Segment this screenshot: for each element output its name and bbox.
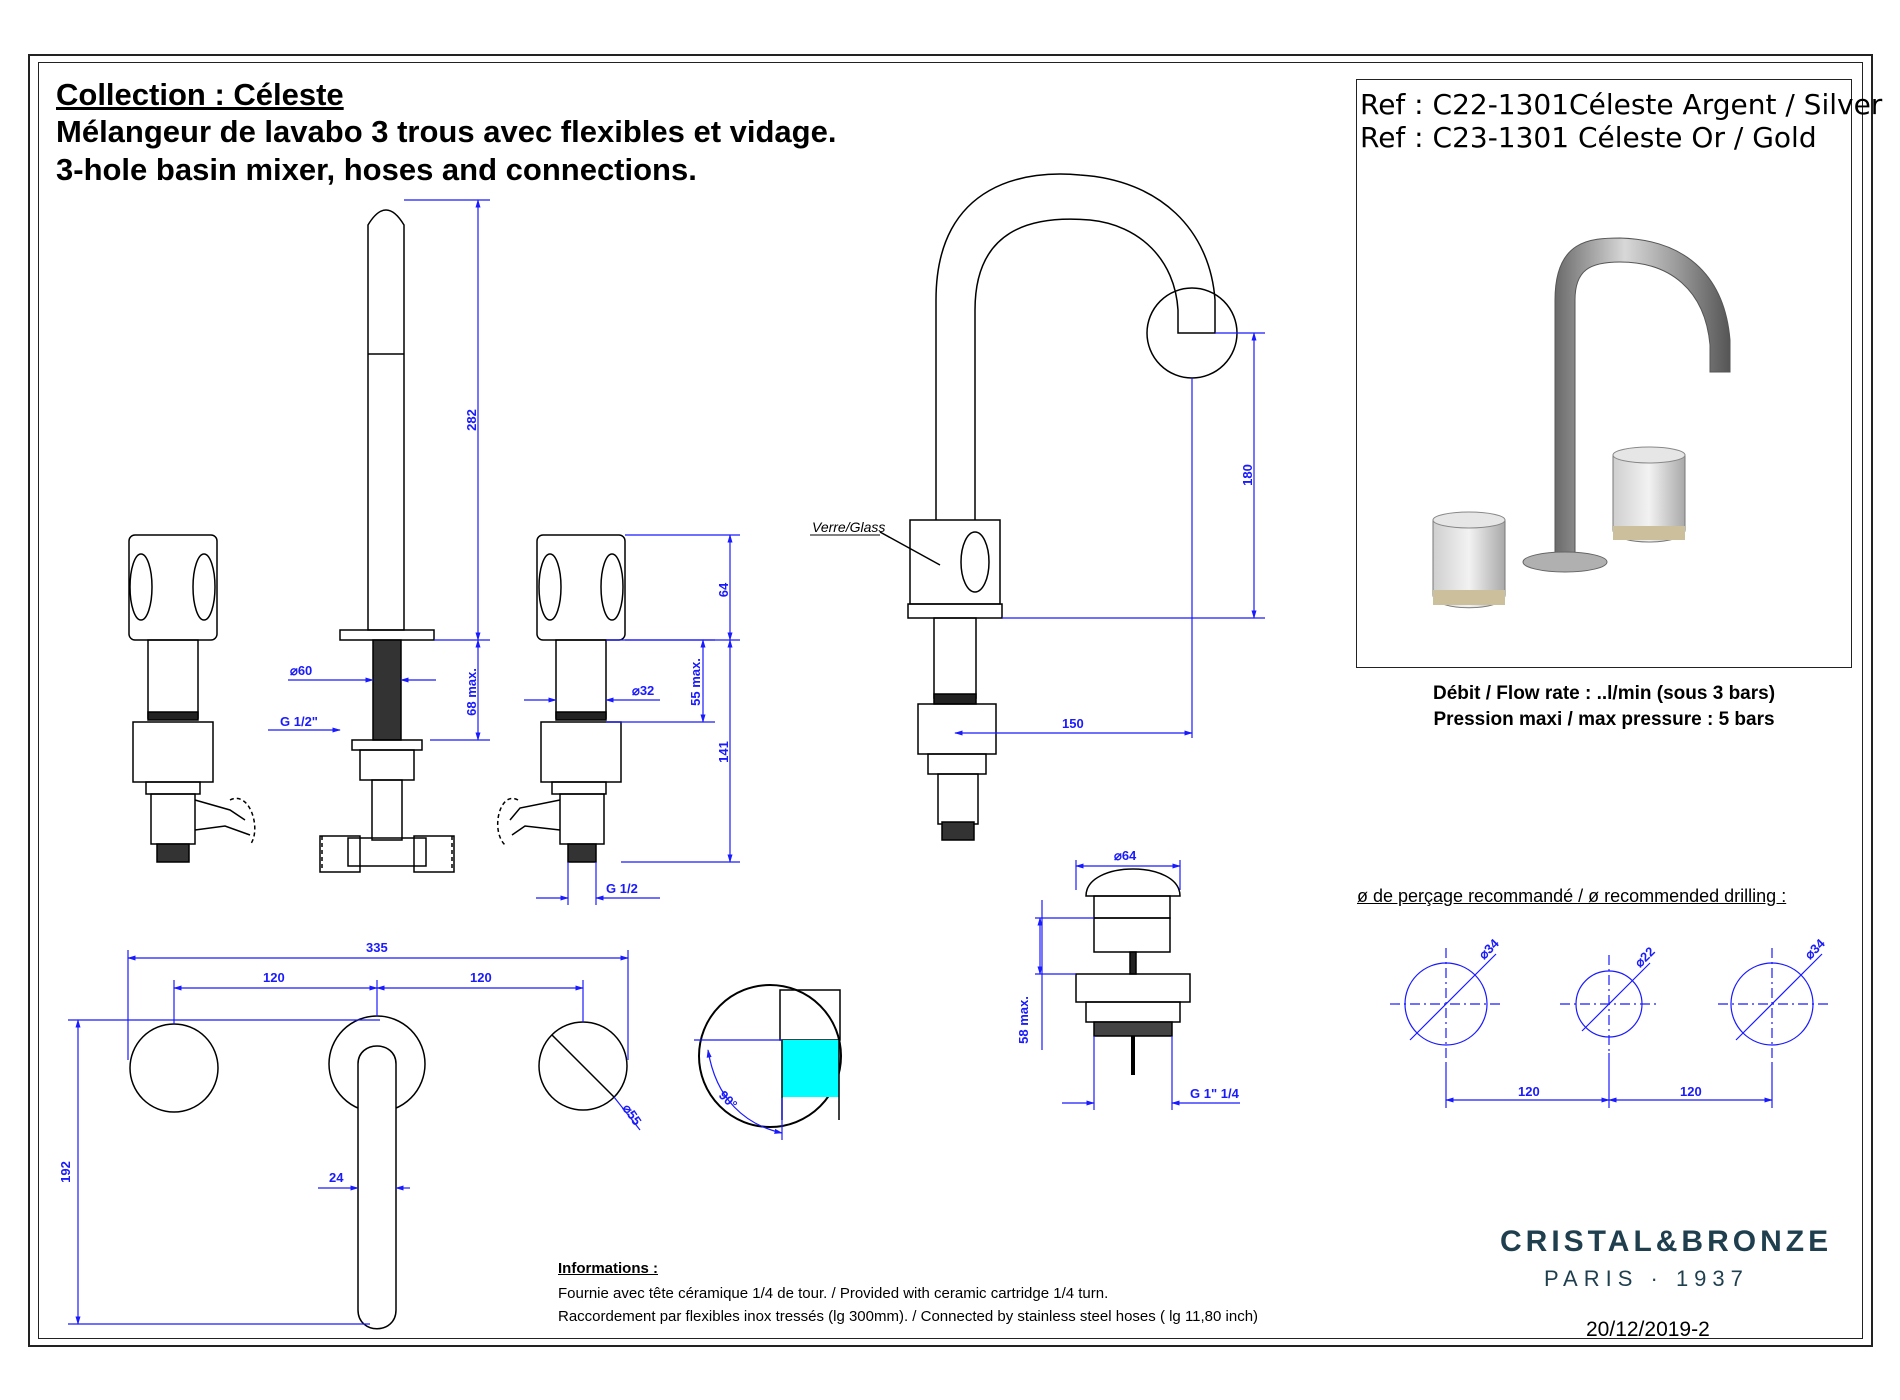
title-french: Mélangeur de lavabo 3 trous avec flexibl… (56, 114, 837, 149)
left-handle-elevation (128, 534, 256, 863)
waste-dimension-lines (1035, 860, 1240, 1110)
drilling-title: ø de perçage recommandé / ø recommended … (1357, 886, 1787, 906)
drawing-date: 20/12/2019-2 (1586, 1318, 1710, 1341)
dim-spacing-a: 120 (263, 970, 285, 985)
dim-total-handle: 141 (716, 741, 731, 763)
plan-dimension-lines (68, 950, 641, 1325)
dim-handle-dia: ⌀55 (620, 1101, 645, 1128)
glass-label: Verre/Glass (812, 519, 885, 535)
dim-waste-max: 58 max. (1016, 996, 1031, 1044)
dim-spout-rise: 180 (1240, 464, 1255, 486)
reference-gold: Ref : C23-1301 Céleste Or / Gold (1360, 121, 1817, 154)
waste-elevation (1075, 868, 1191, 1075)
elevation-dimension-lines (268, 199, 740, 905)
title-english: 3-hole basin mixer, hoses and connection… (56, 152, 697, 187)
dim-dia32: ⌀32 (632, 683, 654, 698)
dim-spout-reach: 150 (1062, 716, 1084, 731)
drawing-frame-inner (38, 62, 1863, 1339)
pressure-spec: Pression maxi / max pressure : 5 bars (1433, 709, 1775, 730)
reference-silver: Ref : C22-1301Céleste Argent / Silver (1360, 88, 1883, 121)
info-heading: Informations : (558, 1260, 658, 1277)
dim-dia60: ⌀60 (290, 663, 312, 678)
dim-depth: 192 (58, 1161, 73, 1183)
dim-g-half: G 1/2 (606, 881, 638, 896)
brand-logo: CRISTAL&BRONZE (1500, 1225, 1833, 1258)
dim-lever-width: 24 (329, 1170, 344, 1185)
dim-handle-max: 55 max. (688, 658, 703, 706)
drill-spacing-1: 120 (1518, 1084, 1540, 1099)
product-photo (1432, 237, 1731, 609)
drill-spacing-2: 120 (1680, 1084, 1702, 1099)
drill-dia-2: ⌀22 (1632, 944, 1658, 970)
drilling-diagram (1390, 948, 1828, 1108)
dim-handle-height: 64 (716, 582, 731, 597)
drill-dia-3: ⌀34 (1802, 935, 1829, 962)
dim-waste-thread: G 1" 1/4 (1190, 1086, 1240, 1101)
spout-profile (879, 173, 1238, 841)
dim-waste-dia: ⌀64 (1114, 848, 1137, 863)
brand-tagline: PARIS · 1937 (1544, 1266, 1749, 1291)
spout-dimension-lines (954, 332, 1265, 738)
collection-title: Collection : Céleste (56, 77, 344, 112)
spout-side-elevation (319, 209, 455, 873)
drill-dia-1: ⌀34 (1476, 935, 1503, 962)
dim-spout-height: 282 (464, 409, 479, 431)
dim-spout-max: 68 max. (464, 668, 479, 716)
plan-view (129, 1015, 628, 1330)
info-line-hoses: Raccordement par flexibles inox tressés … (558, 1308, 1259, 1325)
reference-box (1356, 79, 1852, 668)
dim-g-half-in: G 1/2" (280, 714, 318, 729)
right-handle-elevation (497, 534, 626, 863)
dim-spacing-b: 120 (470, 970, 492, 985)
info-line-cartridge: Fournie avec tête céramique 1/4 de tour.… (558, 1285, 1109, 1302)
elevation-dimension-texts: 282 68 max. ⌀60 G 1/2" 64 55 max. 141 ⌀3… (280, 409, 731, 896)
flow-rate-spec: Débit / Flow rate : ..l/min (sous 3 bars… (1432, 683, 1776, 704)
drawing-frame-outer (28, 54, 1873, 1347)
rotation-detail (694, 984, 842, 1140)
dim-overall-width: 335 (366, 940, 388, 955)
